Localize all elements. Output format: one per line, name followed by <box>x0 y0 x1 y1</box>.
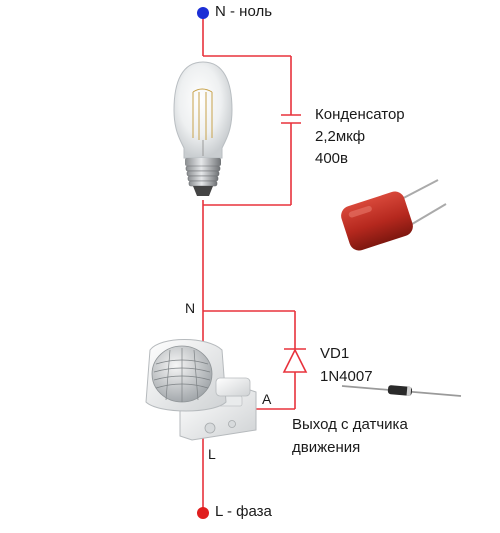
diode-component <box>341 385 462 397</box>
diode-part-number: 1N4007 <box>320 368 373 385</box>
motion-sensor <box>145 339 257 441</box>
neutral-terminal-label: N - ноль <box>215 3 273 20</box>
capacitor-component <box>341 179 447 251</box>
diode-symbol <box>282 348 308 373</box>
diode-designator: VD1 <box>320 345 350 362</box>
neutral-terminal-dot <box>197 7 209 19</box>
phase-terminal-label: L - фаза <box>215 503 272 520</box>
phase-terminal-dot <box>197 507 209 519</box>
sensor-output-line1: Выход с датчика <box>292 416 408 433</box>
capacitor-voltage: 400в <box>315 150 348 167</box>
capacitor-value: 2,2мкф <box>315 128 366 145</box>
capacitor-symbol <box>281 114 301 124</box>
wires <box>202 13 296 513</box>
sensor-l-label: L <box>208 446 216 462</box>
sensor-output-line2: движения <box>292 439 361 456</box>
light-bulb <box>173 61 233 196</box>
capacitor-title: Конденсатор <box>315 106 405 123</box>
sensor-a-label: A <box>262 391 272 407</box>
sensor-n-label: N <box>185 300 196 316</box>
